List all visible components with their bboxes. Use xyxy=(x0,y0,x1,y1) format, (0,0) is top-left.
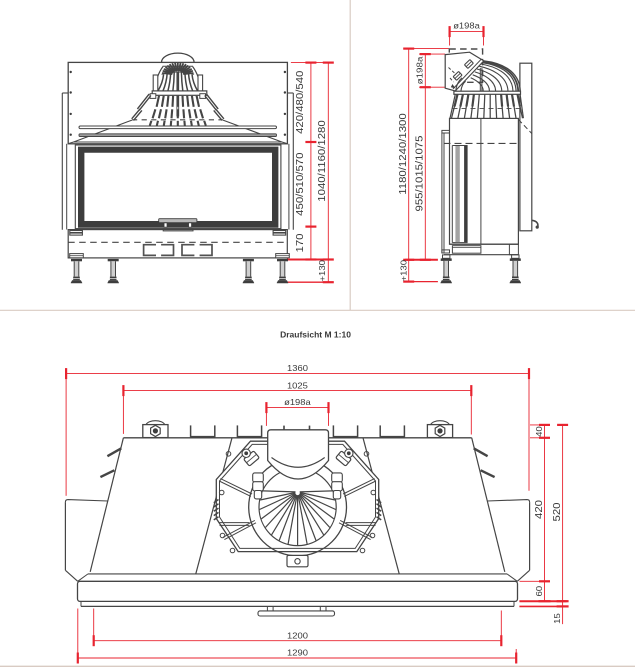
svg-text:1180/1240/1300: 1180/1240/1300 xyxy=(398,113,409,194)
svg-text:420/480/540: 420/480/540 xyxy=(295,71,306,134)
svg-text:1040/1160/1280: 1040/1160/1280 xyxy=(317,120,328,201)
svg-text:+130: +130 xyxy=(399,260,408,282)
svg-text:1360: 1360 xyxy=(287,364,308,373)
svg-text:170: 170 xyxy=(295,233,306,252)
svg-text:15: 15 xyxy=(552,613,561,624)
svg-text:1025: 1025 xyxy=(287,381,308,390)
svg-text:+130: +130 xyxy=(317,260,326,282)
svg-text:60: 60 xyxy=(534,586,543,597)
svg-text:955/1015/1075: 955/1015/1075 xyxy=(414,135,425,211)
svg-text:Draufsicht M 1:10: Draufsicht M 1:10 xyxy=(280,330,351,340)
svg-text:1200: 1200 xyxy=(287,631,308,640)
svg-text:ø198a: ø198a xyxy=(453,21,480,30)
svg-text:420: 420 xyxy=(533,500,544,519)
svg-text:520: 520 xyxy=(551,502,562,521)
svg-text:ø198a: ø198a xyxy=(284,398,311,407)
svg-text:450/510/570: 450/510/570 xyxy=(295,153,306,216)
svg-text:1290: 1290 xyxy=(287,648,308,657)
svg-text:40: 40 xyxy=(534,426,543,437)
svg-text:ø198a: ø198a xyxy=(415,56,424,85)
